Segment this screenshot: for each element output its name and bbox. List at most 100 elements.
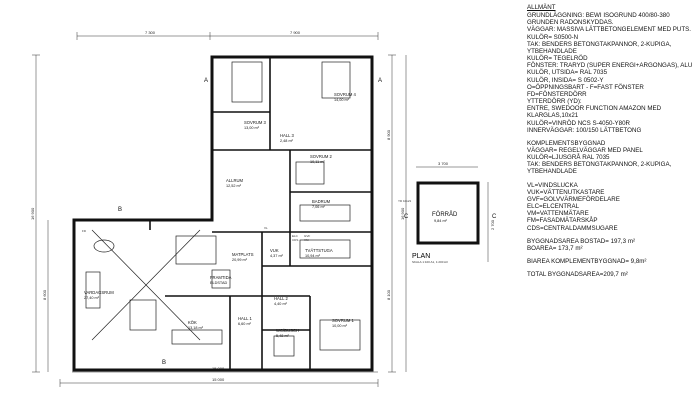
room-sovrum4-area: 14,00 m² <box>334 98 350 102</box>
outbuilding-note-line: VÄGGAR= REGELVÄGGAR MED PANEL <box>527 146 643 154</box>
dim-left-total: 16 900 <box>30 207 35 220</box>
room-vardagsrum-name: VARDAGSRUM <box>84 290 114 295</box>
outbuilding-note-line: YTBEHANDLADE <box>527 168 577 176</box>
construction-note-line: YTTERDÖRR (YD): <box>527 98 582 106</box>
room-hall1-name: HALL 1 <box>238 316 252 321</box>
abbreviation-note-line: GVF=GOLVVÄRMEFÖRDELARE <box>527 195 620 203</box>
construction-note-line: KULÖR=VINRÖD NCS S-4050-Y80R <box>527 119 630 127</box>
section-mark-c-left: C <box>404 214 409 220</box>
dim-top-left: 7 300 <box>145 30 156 35</box>
plan-label: PLAN <box>412 253 430 260</box>
room-sovrum4-name: SOVRUM 4 <box>334 92 357 97</box>
section-mark-c-right: C <box>492 214 497 220</box>
dim-forrad-height: 2 700 <box>490 219 495 230</box>
construction-note-line: GRUNDLÄGGNING: BEWI ISOGRUND 400/80-380 <box>527 12 670 20</box>
section-mark-a-left: A <box>204 78 208 84</box>
construction-note-line: INNERVÄGGAR: 100/150 LÄTTBETONG <box>527 126 642 134</box>
fixture-vm: VM <box>304 238 309 242</box>
room-tvattstuga-area: 10,94 m² <box>305 254 321 258</box>
fixture-vl: VL <box>264 226 268 230</box>
room-wc-name: WC/DUSCH <box>276 328 299 333</box>
room-kok-area: 13,18 m² <box>188 326 204 330</box>
section-mark-b-bottom: B <box>162 360 166 366</box>
room-tvattstuga-name: TVÄTTSTUGA <box>305 248 333 253</box>
room-sovrum2-area: 10,11 m² <box>310 160 325 164</box>
fixture-cds: CDS <box>292 238 298 242</box>
abbreviation-note-line: VUK=VÄTTENUTKASTARE <box>527 188 605 196</box>
construction-note-line: KLARGLAS,10x21 <box>527 112 579 120</box>
construction-note-line: FD=FÖNSTERDÖRR <box>527 90 587 98</box>
room-allrum-area: 12,52 m² <box>226 184 242 188</box>
area-komplement: BIAREA KOMPLEMENTBYGGNAD= 9,8m² <box>527 258 647 265</box>
room-forrad-area: 9,84 m² <box>434 219 448 223</box>
section-mark-b-top: B <box>118 207 122 213</box>
room-sovrum3-area: 13,00 m² <box>244 126 260 130</box>
dim-right-upper: 8 900 <box>386 129 391 140</box>
outbuilding-note-line: KULÖR=LJUSGRÅ RAL 7035 <box>527 154 610 162</box>
fixture-elc: ELC <box>292 234 299 238</box>
room-wc-area: 5,48 m² <box>276 334 290 338</box>
abbreviation-note-line: VL=VINDSLUCKA <box>527 181 578 189</box>
dim-top-right: 7 900 <box>290 30 301 35</box>
area-boarea: BOAREA= 173,7 m² <box>527 244 583 252</box>
outbuilding-forrad <box>416 181 480 245</box>
room-sovrum1-area: 10,00 m² <box>332 324 348 328</box>
room-matplats-area: 20,99 m² <box>232 258 248 262</box>
dim-forrad-width: 3 700 <box>438 161 449 166</box>
section-mark-a-right: A <box>378 78 382 84</box>
floor-plan-drawing: 7 300 7 900 15 000 15 000 16 900 8 600 8… <box>30 30 497 387</box>
construction-note-line: TAK: BENDERS BETONGTAKPANNOR, 2-KUPIGA, <box>527 40 672 48</box>
room-hall3-name: HALL 3 <box>280 133 294 138</box>
abbreviation-note-line: FM=FASADMÄTARSKÅP <box>527 217 598 225</box>
outbuilding-note-line: KOMPLEMENTSBYGGNAD <box>527 139 606 147</box>
dim-bottom-total: 15 000 <box>212 377 225 382</box>
room-framtida-name: FRAMTIDA <box>210 275 232 280</box>
construction-note-line: KULÖR, UTSIDA= RAL 7035 <box>527 69 608 77</box>
construction-note-line: FÖNSTER: TRARYD (SUPER ENERGI+ARGONGAS),… <box>527 62 693 70</box>
room-sovrum1-name: SOVRUM 1 <box>332 318 355 323</box>
room-vuk-name: VUK <box>270 248 279 253</box>
construction-note-line: YTBEHANDLADE <box>527 47 577 55</box>
room-framtida-sub: ELDSTAD <box>210 281 227 285</box>
construction-note-line: GRUNDEN RADONSKYDDAS. <box>527 19 614 27</box>
construction-note-line: ENTRE, SWEDOOR FUNCTION AMAZON MED <box>527 105 662 113</box>
room-hall3-area: 2,48 m² <box>280 139 294 143</box>
fixture-fd: FD <box>82 229 87 233</box>
room-matplats-name: MATPLATS <box>232 252 254 257</box>
room-forrad-name: FÖRRÅD <box>432 211 458 218</box>
area-total: TOTAL BYGGNADSAREA=209,7 m² <box>527 271 628 279</box>
room-vardagsrum-area: 27,40 m² <box>84 296 100 300</box>
dim-right-part: 8 100 <box>386 289 391 300</box>
outbuilding-note-line: TAK: BENDERS BETONGTAKPANNOR, 2-KUPIGA, <box>527 161 672 169</box>
room-hall2-name: HALL 2 <box>274 296 288 301</box>
room-allrum-name: ALLRUM <box>226 178 243 183</box>
dim-right-total: 16 900 <box>400 207 405 220</box>
abbreviation-note-line: ELC=ELCENTRAL <box>527 203 580 211</box>
room-hall1-area: 6,60 m² <box>238 322 252 326</box>
room-sovrum3-name: SOVRUM 3 <box>244 120 267 125</box>
construction-note-line: KULÖR, INSIDA= S 0502-Y <box>527 76 604 84</box>
dim-left-part: 8 600 <box>42 289 47 300</box>
room-hall2-area: 4,40 m² <box>274 302 288 306</box>
room-sovrum2-name: SOVRUM 2 <box>310 154 333 159</box>
construction-note-line: O=ÖPPNINGSBART - F=FAST FÖNSTER <box>527 83 644 91</box>
general-notes: ALLMÄNT GRUNDLÄGGNING: BEWI ISOGRUND 400… <box>527 4 697 278</box>
notes-title: ALLMÄNT <box>527 4 556 11</box>
room-badrum-name: BADRUM <box>312 199 331 204</box>
abbreviation-note-line: VM=VATTENMÄTARE <box>527 210 589 218</box>
plan-scale: SKALA 1:100 A1, 1:200 A3 <box>412 260 448 264</box>
construction-note-line: KULÖR= S0500-N <box>527 33 579 41</box>
room-kok-name: KÖK <box>188 320 197 325</box>
abbreviation-note-line: CDS=CENTRALDAMMSUGARE <box>527 224 618 232</box>
construction-note-line: VÄGGAR: MASSIVA LÄTTBETONGELEMENT MED PU… <box>527 26 692 34</box>
fixture-yd: YD 10x21 <box>398 199 412 203</box>
area-bostad: BYGGNADSAREA BOSTAD= 197,3 m² <box>527 237 636 245</box>
fixture-gvf: GVF <box>304 234 310 238</box>
room-vuk-area: 4,37 m² <box>270 254 284 258</box>
construction-note-line: KULÖR= TEGELRÖD <box>527 55 588 63</box>
room-badrum-area: 7,06 m² <box>312 205 326 209</box>
